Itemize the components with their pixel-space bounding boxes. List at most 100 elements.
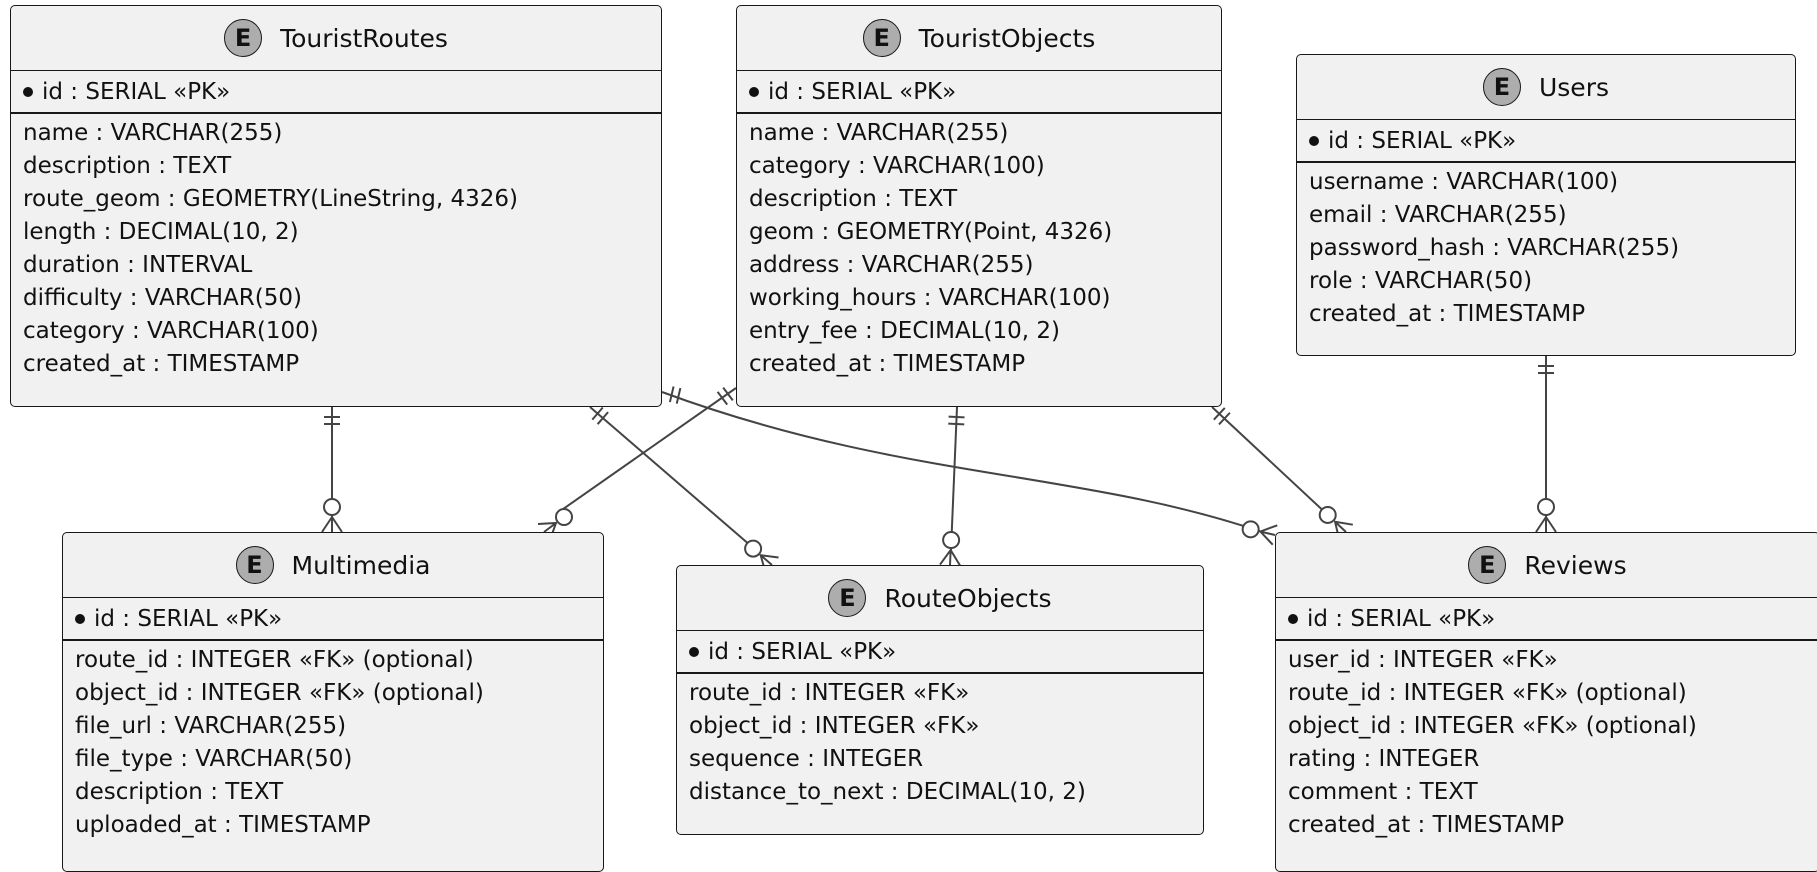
- entity-badge-icon: E: [828, 579, 867, 617]
- attribute: file_type : VARCHAR(50): [75, 746, 353, 772]
- entity-header: E Multimedia: [63, 533, 603, 598]
- entity-multimedia[interactable]: E Multimedia id : SERIAL «PK» route_id :…: [62, 532, 604, 872]
- primary-key-label: id : SERIAL «PK»: [708, 638, 897, 665]
- one-marker-tick-touristobjects-1: [1218, 412, 1231, 426]
- attribute: user_id : INTEGER «FK»: [1288, 647, 1558, 673]
- attribute: created_at : TIMESTAMP: [23, 351, 300, 377]
- entity-touristroutes[interactable]: E TouristRoutes id : SERIAL «PK» name : …: [10, 5, 662, 407]
- attribute-list: name : VARCHAR(255) category : VARCHAR(1…: [737, 114, 1221, 381]
- pk-bullet-icon: [1288, 613, 1298, 624]
- attribute: route_id : INTEGER «FK» (optional): [75, 647, 474, 673]
- crows-foot-marker-routeobjects-touristobjects: [939, 548, 961, 566]
- zero-marker-circle-multimedia-touristroutes: [323, 498, 341, 516]
- one-marker-tick-touristobjects-0: [948, 415, 965, 419]
- attribute: created_at : TIMESTAMP: [749, 351, 1026, 377]
- attribute: object_id : INTEGER «FK»: [689, 713, 980, 739]
- attribute-list: name : VARCHAR(255) description : TEXT r…: [11, 114, 661, 381]
- primary-key-row: id : SERIAL «PK»: [11, 71, 661, 114]
- entity-badge-icon: E: [235, 546, 274, 584]
- primary-key-row: id : SERIAL «PK»: [63, 598, 603, 641]
- crows-foot-marker-reviews-touristroutes: [1258, 524, 1278, 546]
- attribute: entry_fee : DECIMAL(10, 2): [749, 318, 1061, 344]
- entity-header: E TouristObjects: [737, 6, 1221, 71]
- attribute: comment : TEXT: [1288, 779, 1478, 805]
- attribute: route_id : INTEGER «FK» (optional): [1288, 680, 1687, 706]
- attribute: working_hours : VARCHAR(100): [749, 285, 1111, 311]
- primary-key-row: id : SERIAL «PK»: [677, 631, 1203, 674]
- relationship-line-touristroutes-reviews: [661, 391, 1263, 533]
- zero-marker-circle-reviews-users: [1537, 498, 1555, 516]
- attribute: password_hash : VARCHAR(255): [1309, 235, 1680, 261]
- attribute: created_at : TIMESTAMP: [1288, 812, 1565, 838]
- crows-foot-marker-reviews-users: [1535, 515, 1557, 533]
- entity-touristobjects[interactable]: E TouristObjects id : SERIAL «PK» name :…: [736, 5, 1222, 407]
- entity-title: TouristObjects: [918, 23, 1096, 53]
- primary-key-label: id : SERIAL «PK»: [768, 78, 957, 105]
- primary-key-label: id : SERIAL «PK»: [94, 605, 283, 632]
- primary-key-row: id : SERIAL «PK»: [1276, 598, 1817, 641]
- attribute: email : VARCHAR(255): [1309, 202, 1567, 228]
- entity-badge-icon: E: [1482, 68, 1521, 106]
- primary-key-row: id : SERIAL «PK»: [737, 71, 1221, 114]
- attribute: object_id : INTEGER «FK» (optional): [75, 680, 484, 706]
- entity-header: E Reviews: [1276, 533, 1817, 598]
- crows-foot-marker-multimedia-touristroutes: [321, 515, 343, 533]
- entity-title: Users: [1538, 72, 1609, 102]
- entity-badge-icon: E: [1468, 546, 1507, 584]
- one-marker-tick-touristobjects-1: [716, 391, 729, 406]
- attribute: created_at : TIMESTAMP: [1309, 301, 1586, 327]
- entity-reviews[interactable]: E Reviews id : SERIAL «PK» user_id : INT…: [1275, 532, 1817, 872]
- entity-users[interactable]: E Users id : SERIAL «PK» username : VARC…: [1296, 54, 1796, 356]
- one-marker-tick-touristobjects-0: [722, 387, 734, 401]
- attribute: description : TEXT: [749, 186, 958, 212]
- entity-badge-icon: E: [862, 19, 901, 57]
- primary-key-label: id : SERIAL «PK»: [42, 78, 231, 105]
- attribute: geom : GEOMETRY(Point, 4326): [749, 219, 1113, 245]
- one-marker-tick-touristobjects-0: [1213, 407, 1226, 421]
- primary-key-label: id : SERIAL «PK»: [1328, 127, 1517, 154]
- one-marker-tick-touristroutes-1: [596, 411, 609, 425]
- attribute-list: username : VARCHAR(100) email : VARCHAR(…: [1297, 163, 1795, 331]
- pk-bullet-icon: [1309, 135, 1319, 146]
- attribute: role : VARCHAR(50): [1309, 268, 1533, 294]
- one-marker-tick-touristroutes-0: [591, 406, 604, 421]
- relationship-line-touristobjects-reviews: [1211, 406, 1331, 518]
- attribute: name : VARCHAR(255): [749, 120, 1009, 146]
- pk-bullet-icon: [23, 86, 33, 97]
- attribute: sequence : INTEGER: [689, 746, 924, 772]
- attribute: file_url : VARCHAR(255): [75, 713, 347, 739]
- entity-title: Reviews: [1524, 550, 1627, 580]
- attribute: address : VARCHAR(255): [749, 252, 1034, 278]
- one-marker-tick-touristroutes-0: [668, 386, 675, 403]
- one-marker-tick-touristobjects-1: [948, 422, 965, 426]
- attribute-list: user_id : INTEGER «FK» route_id : INTEGE…: [1276, 641, 1817, 842]
- attribute: description : TEXT: [75, 779, 284, 805]
- attribute: route_geom : GEOMETRY(LineString, 4326): [23, 186, 518, 212]
- attribute: difficulty : VARCHAR(50): [23, 285, 302, 311]
- attribute: category : VARCHAR(100): [23, 318, 319, 344]
- entity-header: E TouristRoutes: [11, 6, 661, 71]
- relationship-line-touristobjects-multimedia: [555, 387, 737, 515]
- zero-marker-circle-multimedia-touristobjects: [555, 508, 573, 526]
- attribute: uploaded_at : TIMESTAMP: [75, 812, 371, 838]
- attribute: object_id : INTEGER «FK» (optional): [1288, 713, 1697, 739]
- zero-marker-circle-routeobjects-touristobjects: [942, 531, 961, 550]
- zero-marker-circle-reviews-touristobjects: [1318, 505, 1337, 524]
- attribute: name : VARCHAR(255): [23, 120, 283, 146]
- attribute-list: route_id : INTEGER «FK» object_id : INTE…: [677, 674, 1203, 809]
- attribute: username : VARCHAR(100): [1309, 169, 1619, 195]
- pk-bullet-icon: [749, 86, 759, 97]
- one-marker-tick-touristroutes-1: [675, 387, 682, 404]
- relationship-line-touristroutes-routeobjects: [589, 406, 759, 553]
- attribute: category : VARCHAR(100): [749, 153, 1045, 179]
- attribute: route_id : INTEGER «FK»: [689, 680, 970, 706]
- entity-routeobjects[interactable]: E RouteObjects id : SERIAL «PK» route_id…: [676, 565, 1204, 835]
- zero-marker-circle-reviews-touristroutes: [1241, 520, 1260, 539]
- entity-badge-icon: E: [224, 19, 263, 57]
- attribute: length : DECIMAL(10, 2): [23, 219, 299, 245]
- entity-header: E Users: [1297, 55, 1795, 120]
- attribute: rating : INTEGER: [1288, 746, 1480, 772]
- attribute: distance_to_next : DECIMAL(10, 2): [689, 779, 1086, 805]
- pk-bullet-icon: [75, 613, 85, 624]
